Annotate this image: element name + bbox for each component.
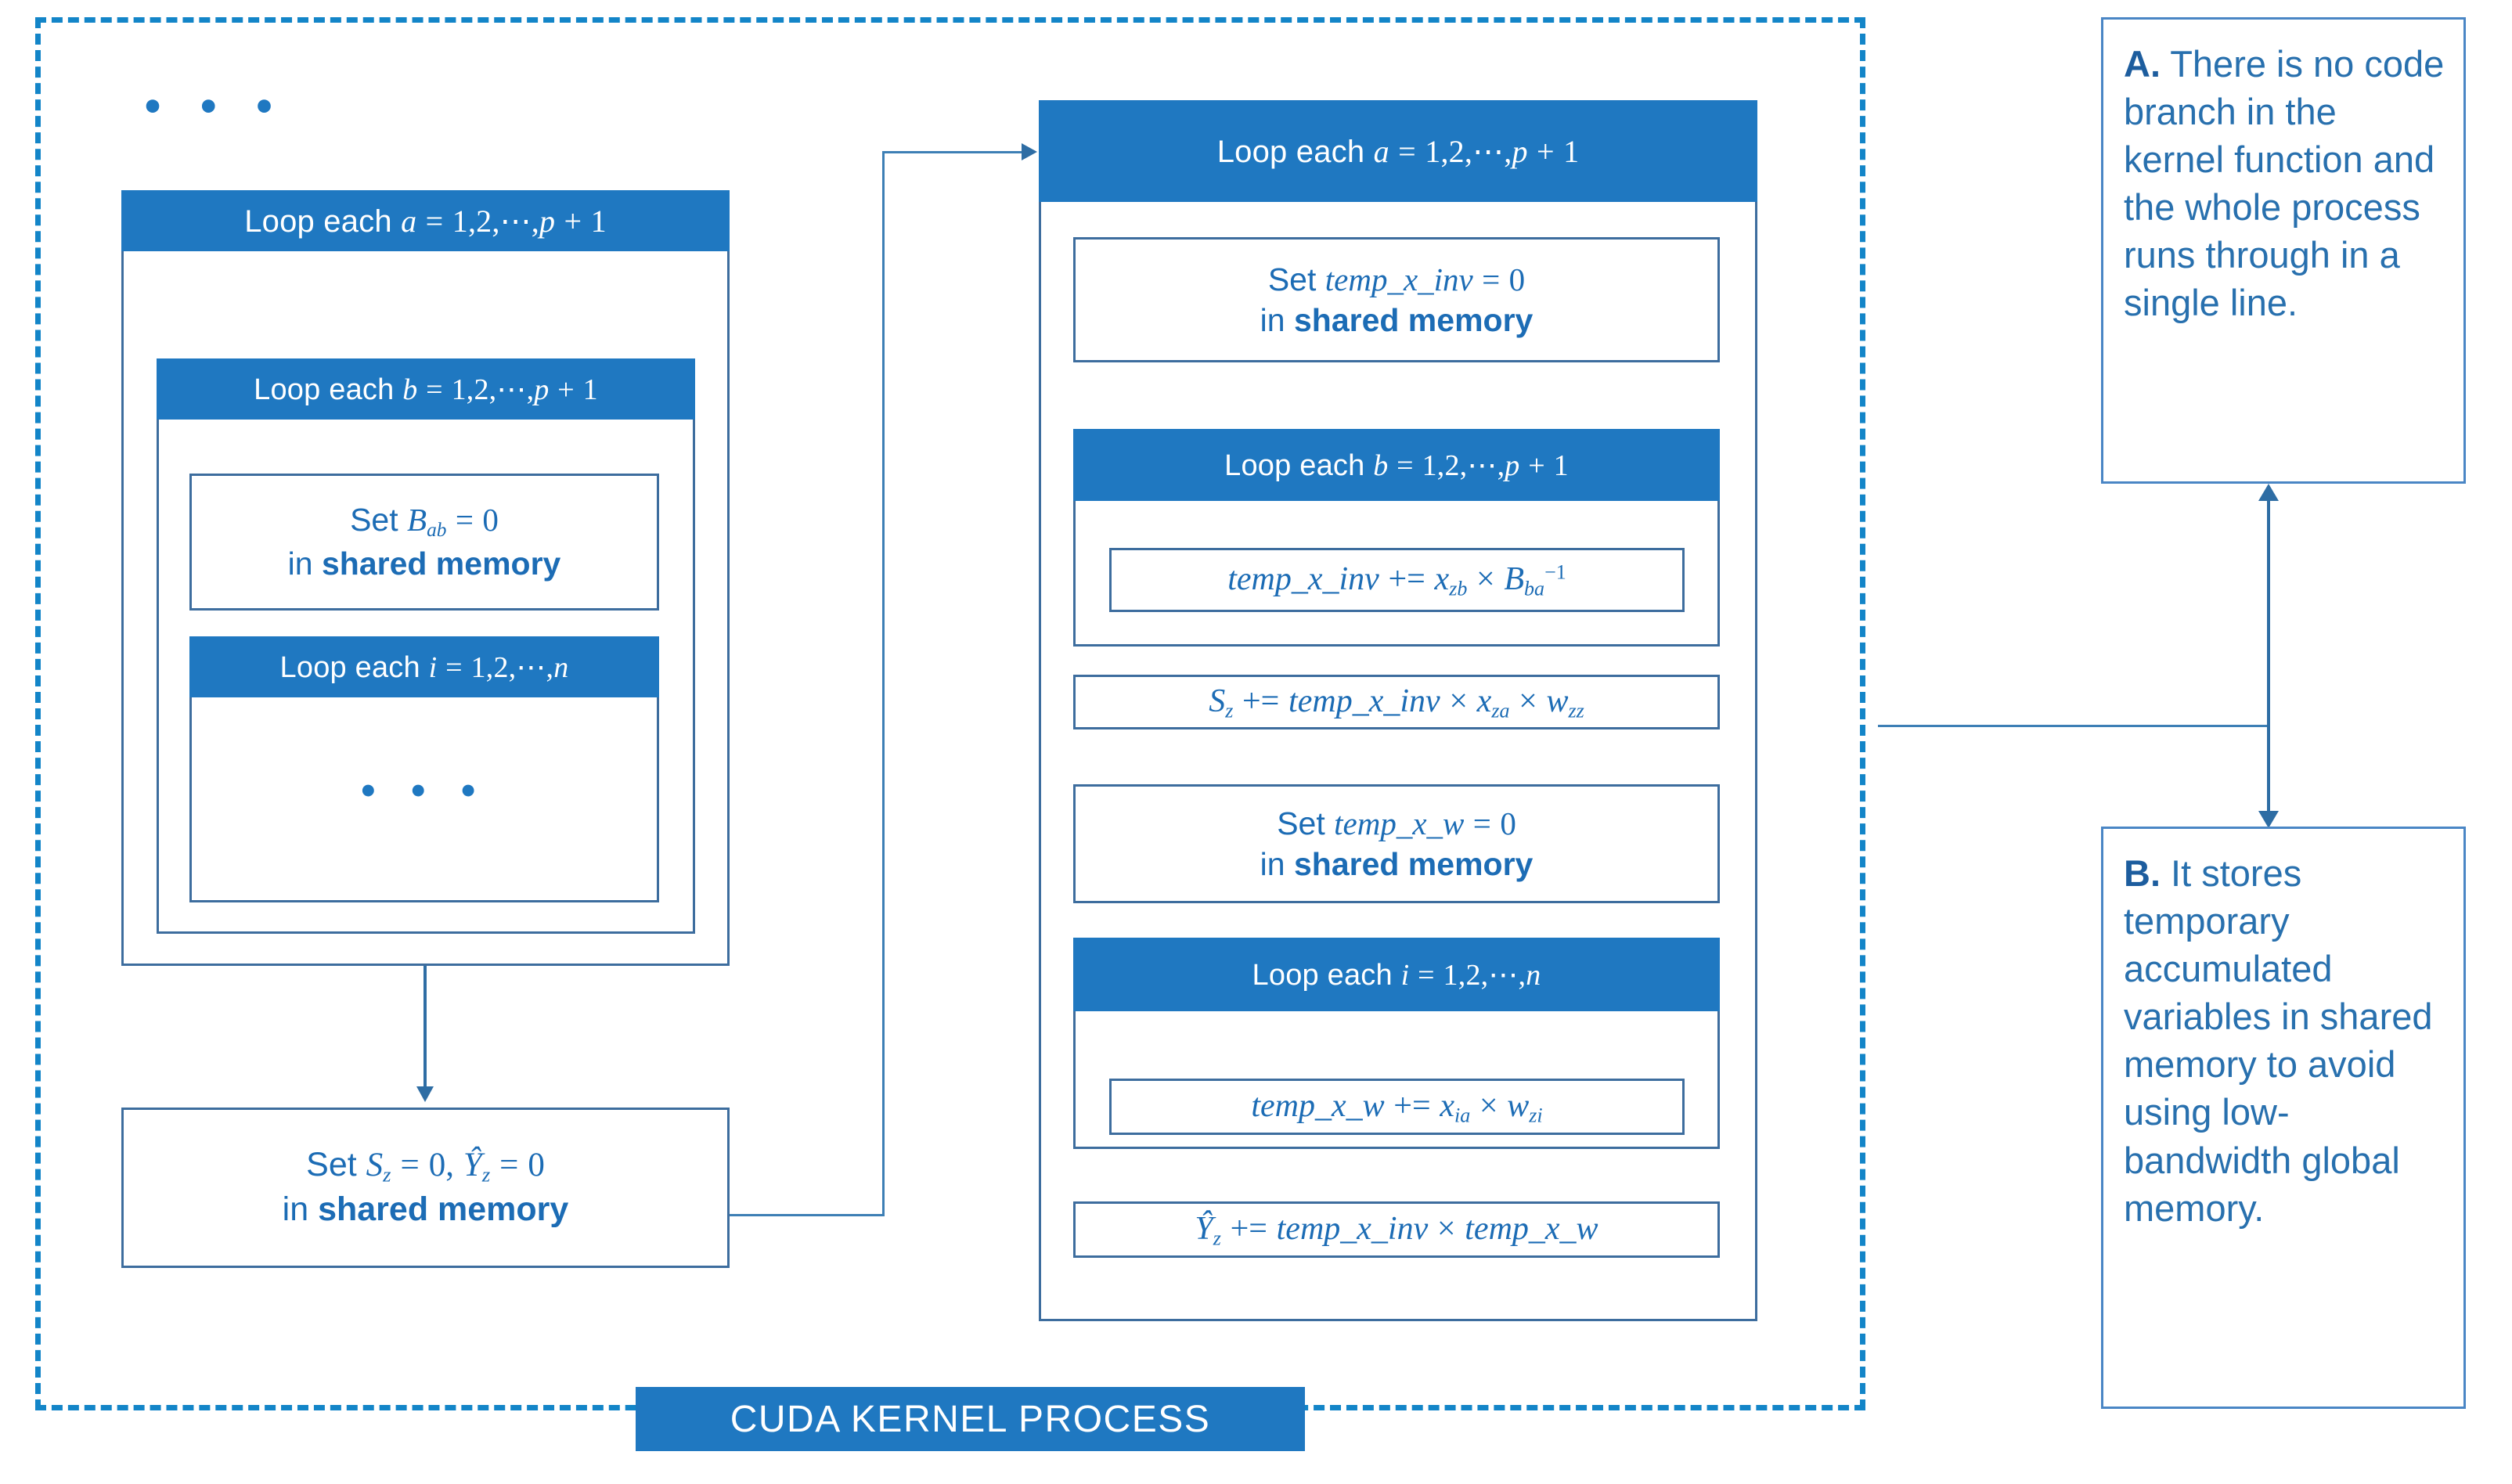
left-set-bab-line1: Set Bab = 0: [350, 502, 499, 542]
right-loop-a-body: [1039, 200, 1757, 1321]
right-formula-yhat-box: Ŷz += temp_x_inv × temp_x_w: [1073, 1201, 1720, 1258]
arrowhead-to-set-sz: [416, 1086, 434, 1102]
right-loop-i-label: Loop each i = 1,2,⋯,n: [1252, 958, 1541, 992]
left-set-sz-box: Set Sz = 0, Ŷz = 0 in shared memory: [121, 1108, 730, 1268]
ellipsis-above-loop-a: • • •: [144, 80, 287, 131]
right-loop-b-header: Loop each b = 1,2,⋯,p + 1: [1073, 429, 1720, 501]
note-a-text: There is no code branch in the kernel fu…: [2124, 43, 2445, 324]
connector-notes-vertical: [2267, 498, 2270, 817]
left-loop-i-label: Loop each i = 1,2,⋯,n: [279, 650, 569, 684]
right-loop-a-header: Loop each a = 1,2,⋯,p + 1: [1039, 100, 1757, 202]
note-b-text: It stores temporary accumulated variable…: [2124, 852, 2433, 1229]
right-set-temp-x-w-line2: in shared memory: [1260, 846, 1534, 882]
left-set-sz-line1: Set Sz = 0, Ŷz = 0: [306, 1146, 545, 1187]
right-formula-sz-box: Sz += temp_x_inv × xza × wzz: [1073, 675, 1720, 729]
connector-seg-up: [882, 151, 885, 1216]
right-loop-i-header: Loop each i = 1,2,⋯,n: [1073, 938, 1720, 1011]
right-formula-temp-x-w-box: temp_x_w += xia × wzi: [1109, 1079, 1685, 1135]
right-set-temp-x-inv-line1: Set temp_x_inv = 0: [1267, 261, 1526, 297]
ellipsis-inside-loop-i: • • •: [361, 768, 488, 813]
note-b-marker: B.: [2124, 852, 2161, 894]
note-a: A. There is no code branch in the kernel…: [2101, 17, 2466, 484]
left-loop-i-header: Loop each i = 1,2,⋯,n: [189, 636, 659, 697]
right-formula-temp-x-inv-box: temp_x_inv += xzb × Bba−1: [1109, 548, 1685, 612]
right-set-temp-x-inv-line2: in shared memory: [1260, 302, 1534, 338]
right-set-temp-x-inv-box: Set temp_x_inv = 0 in shared memory: [1073, 237, 1720, 362]
arrowhead-to-note-a: [2258, 484, 2279, 501]
left-loop-a-label: Loop each a = 1,2,⋯,p + 1: [244, 203, 607, 239]
connector-seg-right-to-loop-a: [882, 151, 1023, 153]
left-set-sz-line2: in shared memory: [282, 1190, 569, 1229]
connector-seg-right-from-set-sz: [730, 1214, 885, 1216]
right-formula-sz: Sz += temp_x_inv × xza × wzz: [1209, 683, 1584, 722]
arrowhead-to-right-loop-a: [1022, 143, 1037, 160]
right-formula-temp-x-inv: temp_x_inv += xzb × Bba−1: [1227, 560, 1566, 600]
left-loop-a-header: Loop each a = 1,2,⋯,p + 1: [121, 190, 730, 251]
right-formula-temp-x-w: temp_x_w += xia × wzi: [1251, 1087, 1543, 1127]
right-loop-a-label: Loop each a = 1,2,⋯,p + 1: [1216, 133, 1580, 169]
left-loop-b-header: Loop each b = 1,2,⋯,p + 1: [157, 358, 695, 420]
right-set-temp-x-w-box: Set temp_x_w = 0 in shared memory: [1073, 784, 1720, 903]
connector-loop-a-to-set-sz: [423, 966, 427, 1091]
note-a-marker: A.: [2124, 43, 2161, 85]
cuda-kernel-process-banner: CUDA KERNEL PROCESS: [636, 1387, 1305, 1451]
arrowhead-to-note-b: [2258, 811, 2279, 828]
left-loop-b-label: Loop each b = 1,2,⋯,p + 1: [254, 373, 598, 406]
left-loop-i-body: [189, 695, 659, 902]
connector-to-notes: [1878, 725, 2269, 727]
right-formula-yhat: Ŷz += temp_x_inv × temp_x_w: [1195, 1210, 1598, 1250]
right-set-temp-x-w-line1: Set temp_x_w = 0: [1277, 805, 1516, 841]
right-loop-b-label: Loop each b = 1,2,⋯,p + 1: [1224, 448, 1569, 482]
left-set-bab-box: Set Bab = 0 in shared memory: [189, 474, 659, 611]
left-set-bab-line2: in shared memory: [287, 546, 561, 582]
note-b: B. It stores temporary accumulated varia…: [2101, 827, 2466, 1409]
